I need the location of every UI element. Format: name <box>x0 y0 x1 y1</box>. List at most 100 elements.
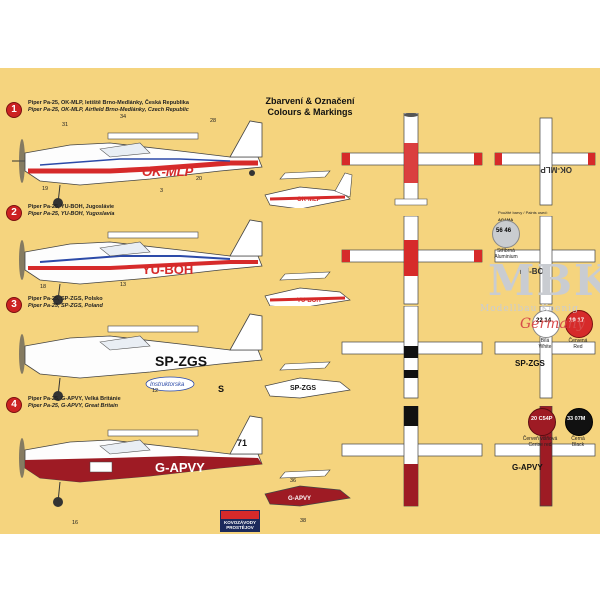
red-cz: Červená <box>568 338 588 344</box>
scheme-2-top-view <box>341 216 483 305</box>
callout-label: 38 <box>300 518 307 524</box>
swatch-white-label: Bílá White <box>528 338 562 350</box>
svg-text:YU-BOH: YU-BOH <box>297 298 321 304</box>
swatch-black-label: Černá Black <box>561 436 595 448</box>
scheme-1-number-badge: 1 <box>6 102 22 118</box>
callout-label: 3 <box>160 188 164 194</box>
swatch-red <box>565 310 593 338</box>
white-cz: Bílá <box>540 338 550 344</box>
svg-text:S: S <box>218 384 224 394</box>
scheme-4-drawings: G-APVY 71 G-APVY G-APVY <box>19 406 596 507</box>
white-en: White <box>538 344 552 350</box>
swatch-cerise <box>528 408 556 436</box>
white-code-2: 14 <box>544 318 552 324</box>
black-code-2: 07M <box>574 416 586 422</box>
scheme-3-registration-side: SP-ZGS <box>155 353 207 369</box>
red-code-1: 19 <box>569 318 576 324</box>
scheme-2-caption-cz: Piper Pa-25, YU-BOH, Jugoslávie <box>28 204 115 210</box>
swatch-red-label: Červená Red <box>561 338 595 350</box>
scheme-3-side-view <box>19 313 263 401</box>
scheme-4-quarter-view: G-APVY <box>264 469 351 507</box>
white-code-1: 22 <box>536 318 543 324</box>
scheme-3-drawings: SP-ZGS Instruktorska S SP-ZGS SP-ZGS <box>19 306 596 401</box>
swatch-black-codes: 33 07M <box>567 416 585 422</box>
scheme-3-logo-detail: Instruktorska S <box>145 376 224 394</box>
title-english: Colours & Markings <box>267 107 353 117</box>
swatch-red-codes: 19 17 <box>569 318 584 324</box>
scheme-1-quarter-view: OK-MLP <box>264 170 353 208</box>
watermark-logo: MBK <box>488 256 600 305</box>
scheme-3-quarter-view: SP-ZGS <box>264 361 351 399</box>
callout-label: 20 <box>196 176 203 182</box>
red-code-2: 17 <box>577 318 585 324</box>
callout-label: 36 <box>290 478 297 484</box>
scheme-1-caption-cz: Piper Pa-25, OK-MLP, letiště Brno-Medlán… <box>28 100 189 106</box>
scheme-2-registration-side: YU-BOH <box>142 262 193 277</box>
propeller-icon <box>19 240 25 280</box>
callout-label: 34 <box>120 114 127 120</box>
propeller-icon <box>19 438 25 478</box>
svg-text:G-APVY: G-APVY <box>512 463 543 472</box>
scheme-2-caption: Piper Pa-25, YU-BOH, Jugoslávie Piper Pa… <box>28 204 228 217</box>
scheme-2-side-view <box>19 219 263 305</box>
swatch-aluminium <box>492 220 520 248</box>
scheme-3-number-badge: 3 <box>6 297 22 313</box>
scheme-4-side-view <box>19 415 263 507</box>
aluminium-cz: Stříbrná <box>497 248 515 254</box>
svg-text:YU-BOH: YU-BOH <box>518 267 550 276</box>
scheme-3-top-view <box>341 306 483 399</box>
scheme-1-caption-en: Piper Pa-25, OK-MLP, Airfield Brno-Medlá… <box>28 106 189 113</box>
svg-text:Instruktorska: Instruktorska <box>150 382 185 388</box>
svg-text:SP-ZGS: SP-ZGS <box>515 359 545 368</box>
callout-label: 28 <box>210 118 217 124</box>
scheme-4-caption-en: Piper Pa-25, G-APVY, Great Britain <box>28 402 118 409</box>
swatch-aluminium-label: Stříbrná Aluminium <box>488 248 524 260</box>
title-czech: Zbarvení & Označení <box>265 96 355 106</box>
cerise-en: Cerise red <box>528 442 552 448</box>
svg-text:SP-ZGS: SP-ZGS <box>290 385 316 392</box>
scheme-2-drawings: YU-BOH YU-BOH YU-BOH <box>19 216 596 306</box>
propeller-icon <box>19 334 25 374</box>
callout-label: 12 <box>152 388 159 394</box>
cerise-code-1: 20 <box>531 416 538 422</box>
black-cz: Černá <box>571 436 585 442</box>
cerise-cz: Červeň višňová <box>522 436 558 442</box>
black-en: Black <box>571 442 585 448</box>
swatch-black <box>565 408 593 436</box>
callout-label: 31 <box>62 122 69 128</box>
swatch-aluminium-codes: 56 46 <box>496 228 511 234</box>
black-code-1: 33 <box>567 416 574 422</box>
scheme-3-caption-en: Piper Pa-25, SP-ZGS, Poland <box>28 302 103 309</box>
scheme-2-quarter-view: YU-BOH <box>264 271 351 306</box>
swatch-white-codes: 22 14 <box>536 318 551 324</box>
aluminium-code-1: 56 <box>496 228 503 234</box>
propeller-icon <box>19 139 25 183</box>
scheme-1-registration-side: OK-MLP <box>142 164 194 179</box>
maker-logo-emblem <box>221 511 259 519</box>
scheme-4-caption-cz: Piper Pa-25, G-APVY, Velká Británie <box>28 396 121 402</box>
swatch-cerise-label: Červeň višňová Cerise red <box>520 436 560 448</box>
watermark-subtitle: Modellbau Koenig <box>480 304 579 314</box>
paints-brand: AGAMA <box>498 216 514 222</box>
swatch-white <box>532 310 560 338</box>
svg-text:G-APVY: G-APVY <box>288 496 311 502</box>
cerise-code-2: C54P <box>538 416 553 422</box>
callout-label: 18 <box>40 284 47 290</box>
scheme-4-registration-side: G-APVY <box>155 460 205 475</box>
scheme-4-top-view <box>341 406 483 507</box>
scheme-3-caption-cz: Piper Pa-25, SP-ZGS, Polsko <box>28 296 103 302</box>
scheme-3-caption: Piper Pa-25, SP-ZGS, Polsko Piper Pa-25,… <box>28 296 228 309</box>
scheme-1-drawings: OK-MLP OK-MLP OK-MLP <box>12 113 596 208</box>
scheme-1-bottom-view: OK-MLP <box>494 117 596 206</box>
swatch-cerise-codes: 20 C54P <box>531 416 552 422</box>
scheme-1-side-view <box>12 120 263 208</box>
red-en: Red <box>573 344 583 350</box>
watermark-country: Germany <box>520 316 585 332</box>
scheme-4-caption: Piper Pa-25, G-APVY, Velká Británie Pipe… <box>28 396 228 409</box>
aluminium-code-2: 46 <box>504 228 512 234</box>
maker-line-1: KOVOZÁVODY <box>223 520 256 525</box>
scheme-4-number-badge: 4 <box>6 397 22 413</box>
decal-sheet-background: Zbarvení & Označení Colours & Markings 1… <box>0 68 600 534</box>
scheme-1-top-view <box>341 113 483 206</box>
svg-text:OK-MLP: OK-MLP <box>540 165 572 174</box>
